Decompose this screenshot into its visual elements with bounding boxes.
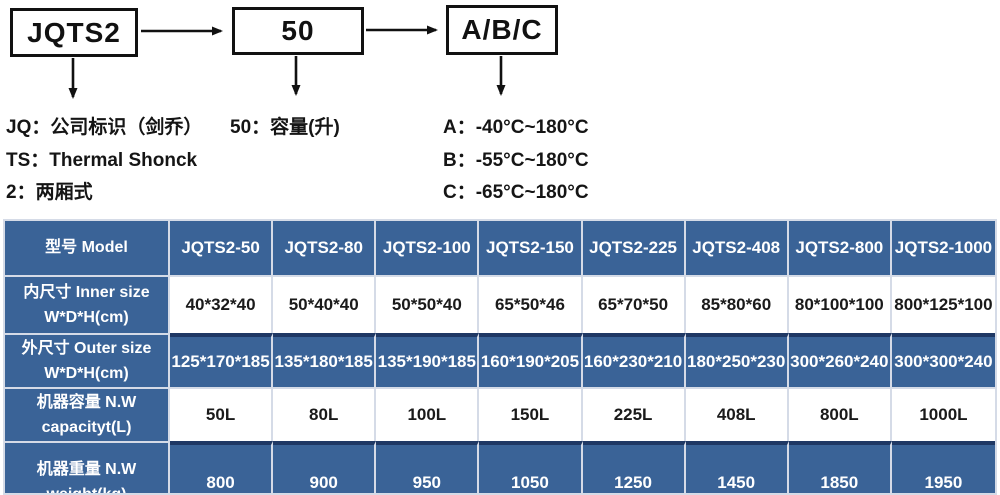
spec-value-cell: 50*40*40: [273, 275, 377, 333]
row-label-line1: 外尺寸 Outer size: [21, 340, 152, 357]
note-temp-range-c: C：-65°C~180°C: [443, 182, 589, 203]
spec-value-cell: 50*50*40: [376, 275, 480, 333]
row-label-line2: W*D*H(cm): [44, 365, 129, 382]
model-naming-diagram: JQTS2 50 A/B/C JQ：公司标识（剑乔） TS：Thermal Sh…: [0, 0, 1000, 215]
spec-value-cell: 65*50*46: [479, 275, 583, 333]
row-label-line1: 内尺寸 Inner size: [23, 284, 150, 301]
column-header-cell: JQTS2-150: [479, 221, 583, 275]
column-header-cell: JQTS2-1000: [891, 221, 995, 275]
spec-value-cell: 85*80*60: [685, 275, 789, 333]
capacity-box: 50: [232, 7, 364, 55]
spec-value-cell: 1950: [891, 441, 995, 493]
spec-value-cell: 300*300*240: [891, 333, 995, 387]
spec-value-cell: 40*32*40: [170, 275, 274, 333]
row-label-cell: 机器重量 N.W weight(kg): [5, 441, 170, 495]
spec-value-cell: 1000L: [891, 387, 995, 441]
model-prefix-box: JQTS2: [10, 8, 138, 57]
spec-value-cell: 50L: [170, 387, 274, 441]
column-header-cell: JQTS2-80: [273, 221, 377, 275]
spec-value-cell: 408L: [685, 387, 789, 441]
temp-grade-box: A/B/C: [446, 5, 558, 55]
spec-value-cell: 800*125*100: [891, 275, 995, 333]
column-header-cell: JQTS2-800: [788, 221, 892, 275]
spec-value-cell: 150L: [479, 387, 583, 441]
spec-value-cell: 300*260*240: [788, 333, 892, 387]
spec-value-cell: 100L: [376, 387, 480, 441]
row-label-cell: 机器容量 N.W capacityt(L): [5, 387, 170, 441]
model-header-cell: 型号 Model: [5, 221, 170, 275]
spec-value-cell: 1050: [479, 441, 583, 493]
spec-value-cell: 65*70*50: [582, 275, 686, 333]
note-thermal-shock: TS：Thermal Shonck: [6, 150, 198, 171]
row-label-line2: capacityt(L): [41, 419, 132, 436]
spec-value-cell: 225L: [582, 387, 686, 441]
spec-value-cell: 135*180*185: [273, 333, 377, 387]
column-header-cell: JQTS2-408: [685, 221, 789, 275]
spec-value-cell: 1250: [582, 441, 686, 493]
column-header-cell: JQTS2-225: [582, 221, 686, 275]
column-header-cell: JQTS2-100: [376, 221, 480, 275]
row-label-line2: weight(kg): [46, 486, 127, 495]
row-label-line2: W*D*H(cm): [44, 309, 129, 326]
note-temp-range-a: A：-40°C~180°C: [443, 117, 589, 138]
spec-value-cell: 900: [273, 441, 377, 493]
column-header-cell: JQTS2-50: [170, 221, 274, 275]
spec-value-cell: 135*190*185: [376, 333, 480, 387]
arrow-connectors: [68, 25, 506, 99]
spec-value-cell: 80*100*100: [788, 275, 892, 333]
spec-value-cell: 160*190*205: [479, 333, 583, 387]
spec-value-cell: 180*250*230: [685, 333, 789, 387]
spec-value-cell: 950: [376, 441, 480, 493]
spec-value-cell: 125*170*185: [170, 333, 274, 387]
spec-value-cell: 1850: [788, 441, 892, 493]
note-company-id: JQ：公司标识（剑乔）: [6, 117, 203, 138]
note-temp-range-b: B：-55°C~180°C: [443, 150, 589, 171]
spec-value-cell: 160*230*210: [582, 333, 686, 387]
note-two-box-type: 2：两厢式: [6, 182, 93, 203]
spec-value-cell: 80L: [273, 387, 377, 441]
row-label-line1: 机器容量 N.W: [36, 394, 137, 411]
spec-value-cell: 800L: [788, 387, 892, 441]
note-capacity: 50：容量(升): [230, 117, 340, 138]
row-label-line1: 机器重量 N.W: [36, 461, 137, 478]
spec-value-cell: 800: [170, 441, 274, 493]
spec-value-cell: 1450: [685, 441, 789, 493]
